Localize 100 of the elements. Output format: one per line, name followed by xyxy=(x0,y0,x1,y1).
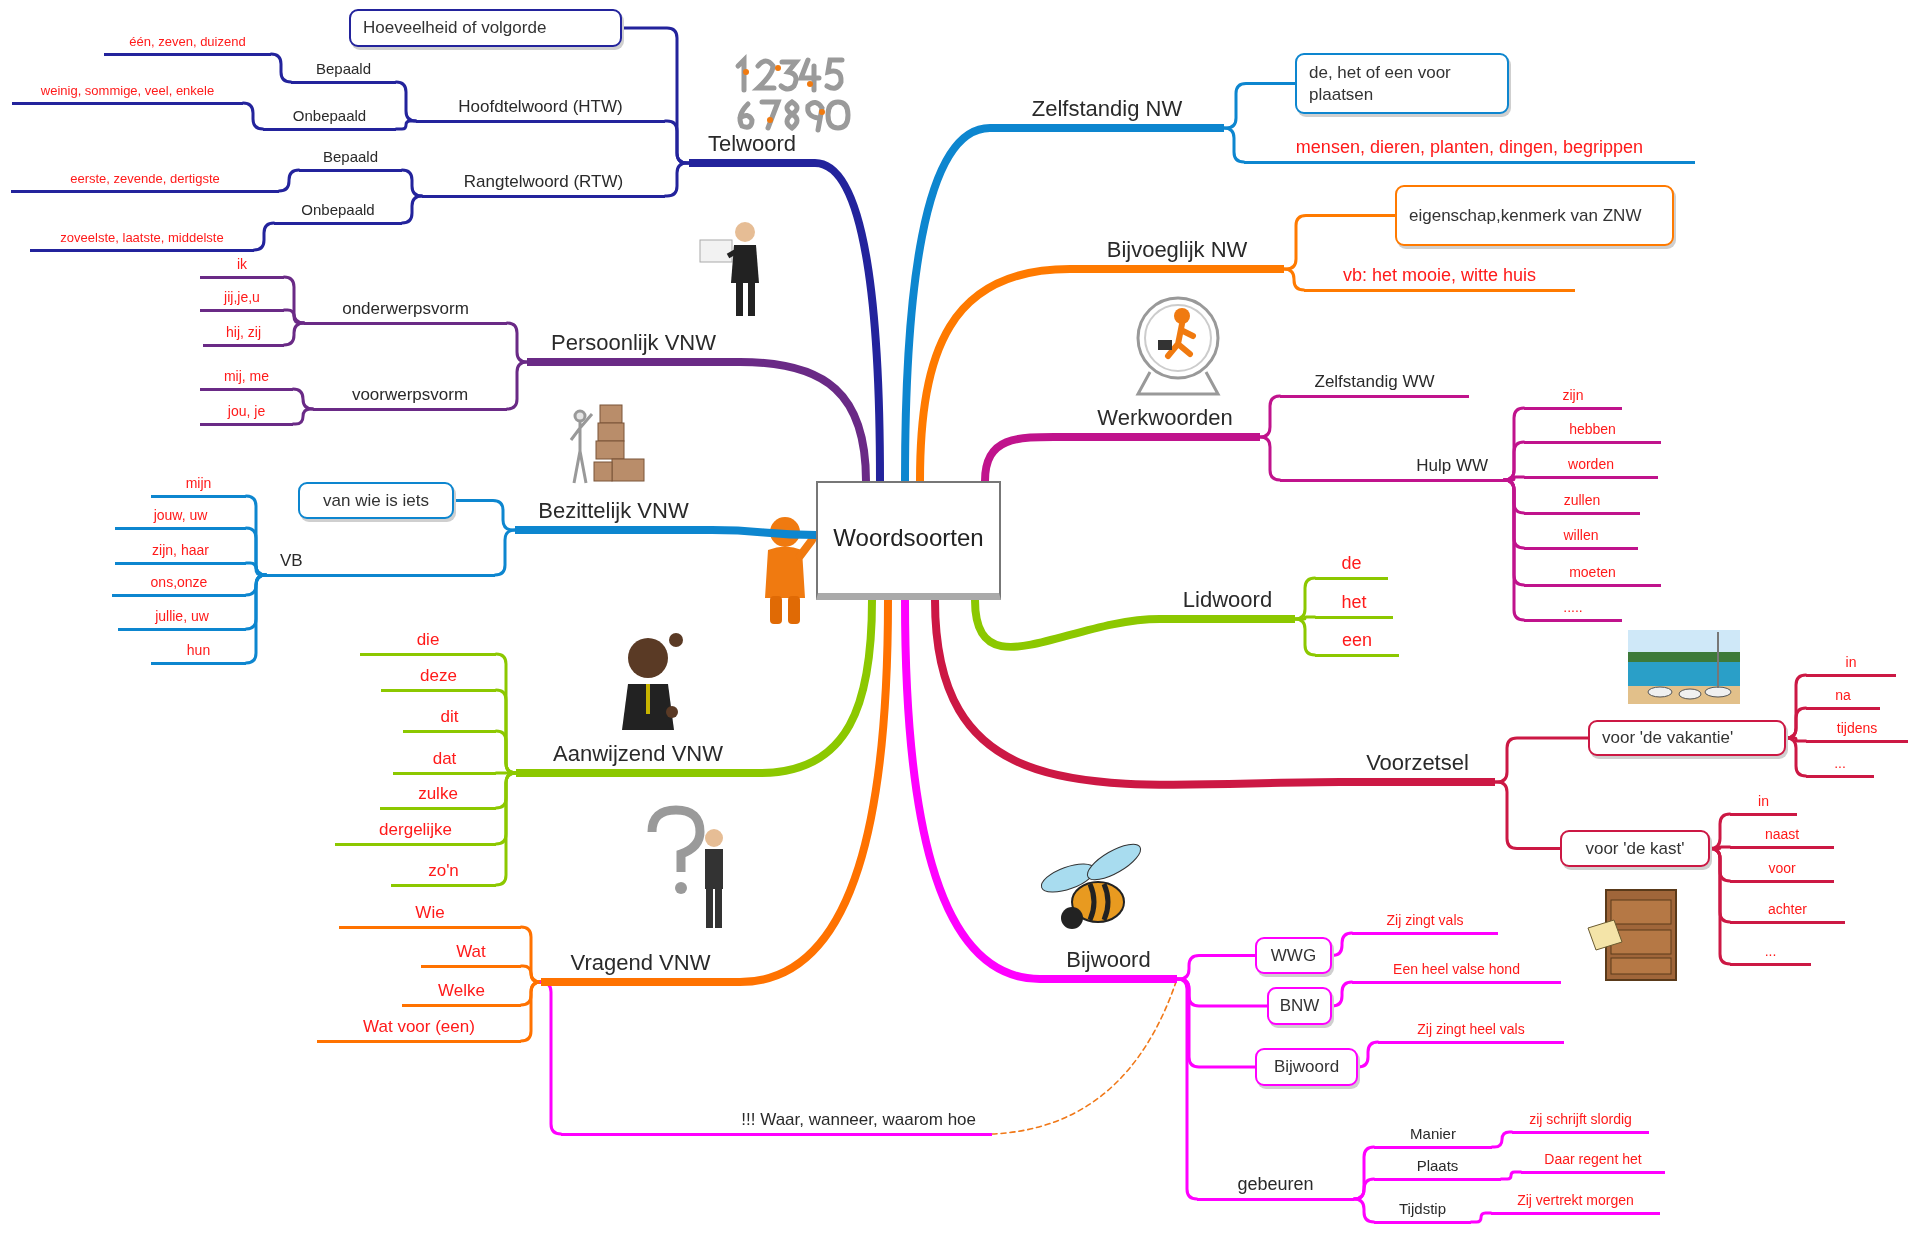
rounded-note-box: voor 'de vakantie' xyxy=(1588,720,1786,756)
branch-line xyxy=(1502,478,1526,622)
example-label: Wat voor (een) xyxy=(317,1013,521,1043)
example-label: jij,je,u xyxy=(200,286,284,312)
rounded-note-box: BNW xyxy=(1267,987,1332,1025)
example-label: Zij zingt vals xyxy=(1352,909,1498,935)
branch-line xyxy=(1222,126,1246,164)
branch-line xyxy=(1502,440,1526,482)
branch-line xyxy=(394,119,418,131)
example-label: tijdens xyxy=(1806,717,1908,743)
example-label: ik xyxy=(200,253,284,279)
rounded-note-box: Hoeveelheid of volgorde xyxy=(349,9,622,47)
example-label: willen xyxy=(1524,524,1638,550)
example-label: één, zeven, duizend xyxy=(104,31,271,56)
branch-line xyxy=(1352,1177,1376,1201)
example-label: voor xyxy=(1730,857,1834,883)
branch-line xyxy=(244,526,268,577)
example-label: de xyxy=(1315,549,1388,580)
example-label: mijn xyxy=(151,472,246,498)
example-label: ... xyxy=(1730,940,1811,966)
example-label: jou, je xyxy=(200,400,293,426)
branch-line xyxy=(400,168,424,198)
example-label: in xyxy=(1730,790,1797,816)
branch-label: Hoofdtelwoord (HTW) xyxy=(416,93,665,123)
example-label: Wat xyxy=(421,938,521,968)
branch-label: Zelfstandig WW xyxy=(1280,368,1469,398)
example-label: jouw, uw xyxy=(115,504,246,530)
branch-line xyxy=(291,407,315,426)
branch-line xyxy=(1493,780,1562,850)
branch-label: Manier xyxy=(1374,1121,1492,1149)
example-label: achter xyxy=(1730,898,1845,924)
example-label: zullen xyxy=(1524,489,1640,515)
rounded-note-box: WWG xyxy=(1255,937,1332,974)
branch-line xyxy=(1282,267,1306,292)
main-branch-label: Zelfstandig NW xyxy=(990,91,1224,132)
example-label: Zij vertrekt morgen xyxy=(1491,1189,1660,1215)
branch-label: VB xyxy=(266,547,495,577)
branch-line xyxy=(663,161,691,198)
example-label: Zij zingt heel vals xyxy=(1378,1018,1564,1044)
branch-line xyxy=(1352,1197,1376,1224)
branch-line xyxy=(291,387,315,411)
branch-label: Hulp WW xyxy=(1280,452,1504,482)
main-branch-label: Persoonlijk VNW xyxy=(527,325,740,366)
example-label: hebben xyxy=(1524,418,1661,444)
main-branch-label: Werkwoorden xyxy=(1070,400,1260,441)
example-label: zulke xyxy=(380,780,496,810)
example-label: worden xyxy=(1524,453,1658,479)
rounded-note-box: eigenschap,kenmerk van ZNW xyxy=(1395,185,1674,246)
example-label: jullie, uw xyxy=(118,605,246,631)
main-branch-label: Aanwijzend VNW xyxy=(516,736,760,777)
example-label: deze xyxy=(381,662,496,692)
example-label: zo'n xyxy=(391,857,496,887)
example-label: zij schrijft slordig xyxy=(1512,1108,1649,1134)
rounded-note-box: voor 'de kast' xyxy=(1560,830,1710,867)
example-label: mensen, dieren, planten, dingen, begrippen xyxy=(1244,133,1695,164)
main-branch-label: Bijvoeglijk NW xyxy=(1070,232,1284,273)
branch-label: Bepaald xyxy=(291,56,396,84)
branch-label: Tijdstip xyxy=(1374,1196,1471,1224)
example-label: weinig, sommige, veel, enkele xyxy=(12,80,243,105)
branch-line xyxy=(282,275,306,325)
rounded-note-box: Bijwoord xyxy=(1255,1048,1358,1086)
main-branch-label: Vragend VNW xyxy=(541,945,740,986)
example-label: zijn xyxy=(1524,384,1622,410)
example-label: dat xyxy=(393,745,496,775)
example-label: een xyxy=(1315,626,1399,657)
branch-line xyxy=(1469,1211,1493,1224)
example-label: eerste, zevende, dertigste xyxy=(11,168,279,193)
branch-line xyxy=(1258,435,1282,482)
rounded-note-box: van wie is iets xyxy=(298,482,454,519)
example-label: vb: het mooie, witte huis xyxy=(1304,261,1575,292)
branch-label: Bepaald xyxy=(299,144,402,172)
branch-label: Onbepaald xyxy=(274,197,402,225)
branch-line xyxy=(244,573,268,665)
example-label: het xyxy=(1315,588,1393,619)
example-label: zoveelste, laatste, middelste xyxy=(30,227,254,252)
example-label: hij, zij xyxy=(203,321,284,347)
branch-line xyxy=(1490,1130,1514,1149)
branch-line xyxy=(394,80,418,123)
branch-line xyxy=(1293,576,1317,621)
example-label: zijn, haar xyxy=(115,539,246,565)
example-label: ons,onze xyxy=(112,571,246,597)
branch-line xyxy=(1293,617,1317,657)
main-branch-label: Bezittelijk VNW xyxy=(515,493,712,534)
branch-line xyxy=(493,528,517,577)
central-whiteboard-box: Woordsoorten xyxy=(816,481,1001,600)
main-branch-label: Voorzetsel xyxy=(1340,745,1495,786)
main-branch-label: Lidwoord xyxy=(1160,582,1295,623)
example-label: naast xyxy=(1730,823,1834,849)
branch-label: Onbepaald xyxy=(263,103,396,131)
example-label: moeten xyxy=(1524,561,1661,587)
example-label: Een heel valse hond xyxy=(1352,958,1561,984)
main-branch-label: Bijwoord xyxy=(1040,942,1177,983)
branch-label: Rangtelwoord (RTW) xyxy=(422,168,665,198)
branch-line xyxy=(1258,394,1282,439)
branch-line xyxy=(400,194,424,225)
main-branch-label: Telwoord xyxy=(689,126,815,167)
branch-label: gebeuren xyxy=(1197,1170,1354,1201)
example-label: ... xyxy=(1806,752,1874,778)
example-label: Welke xyxy=(402,977,521,1007)
branch-label: onderwerpsvorm xyxy=(304,295,507,325)
